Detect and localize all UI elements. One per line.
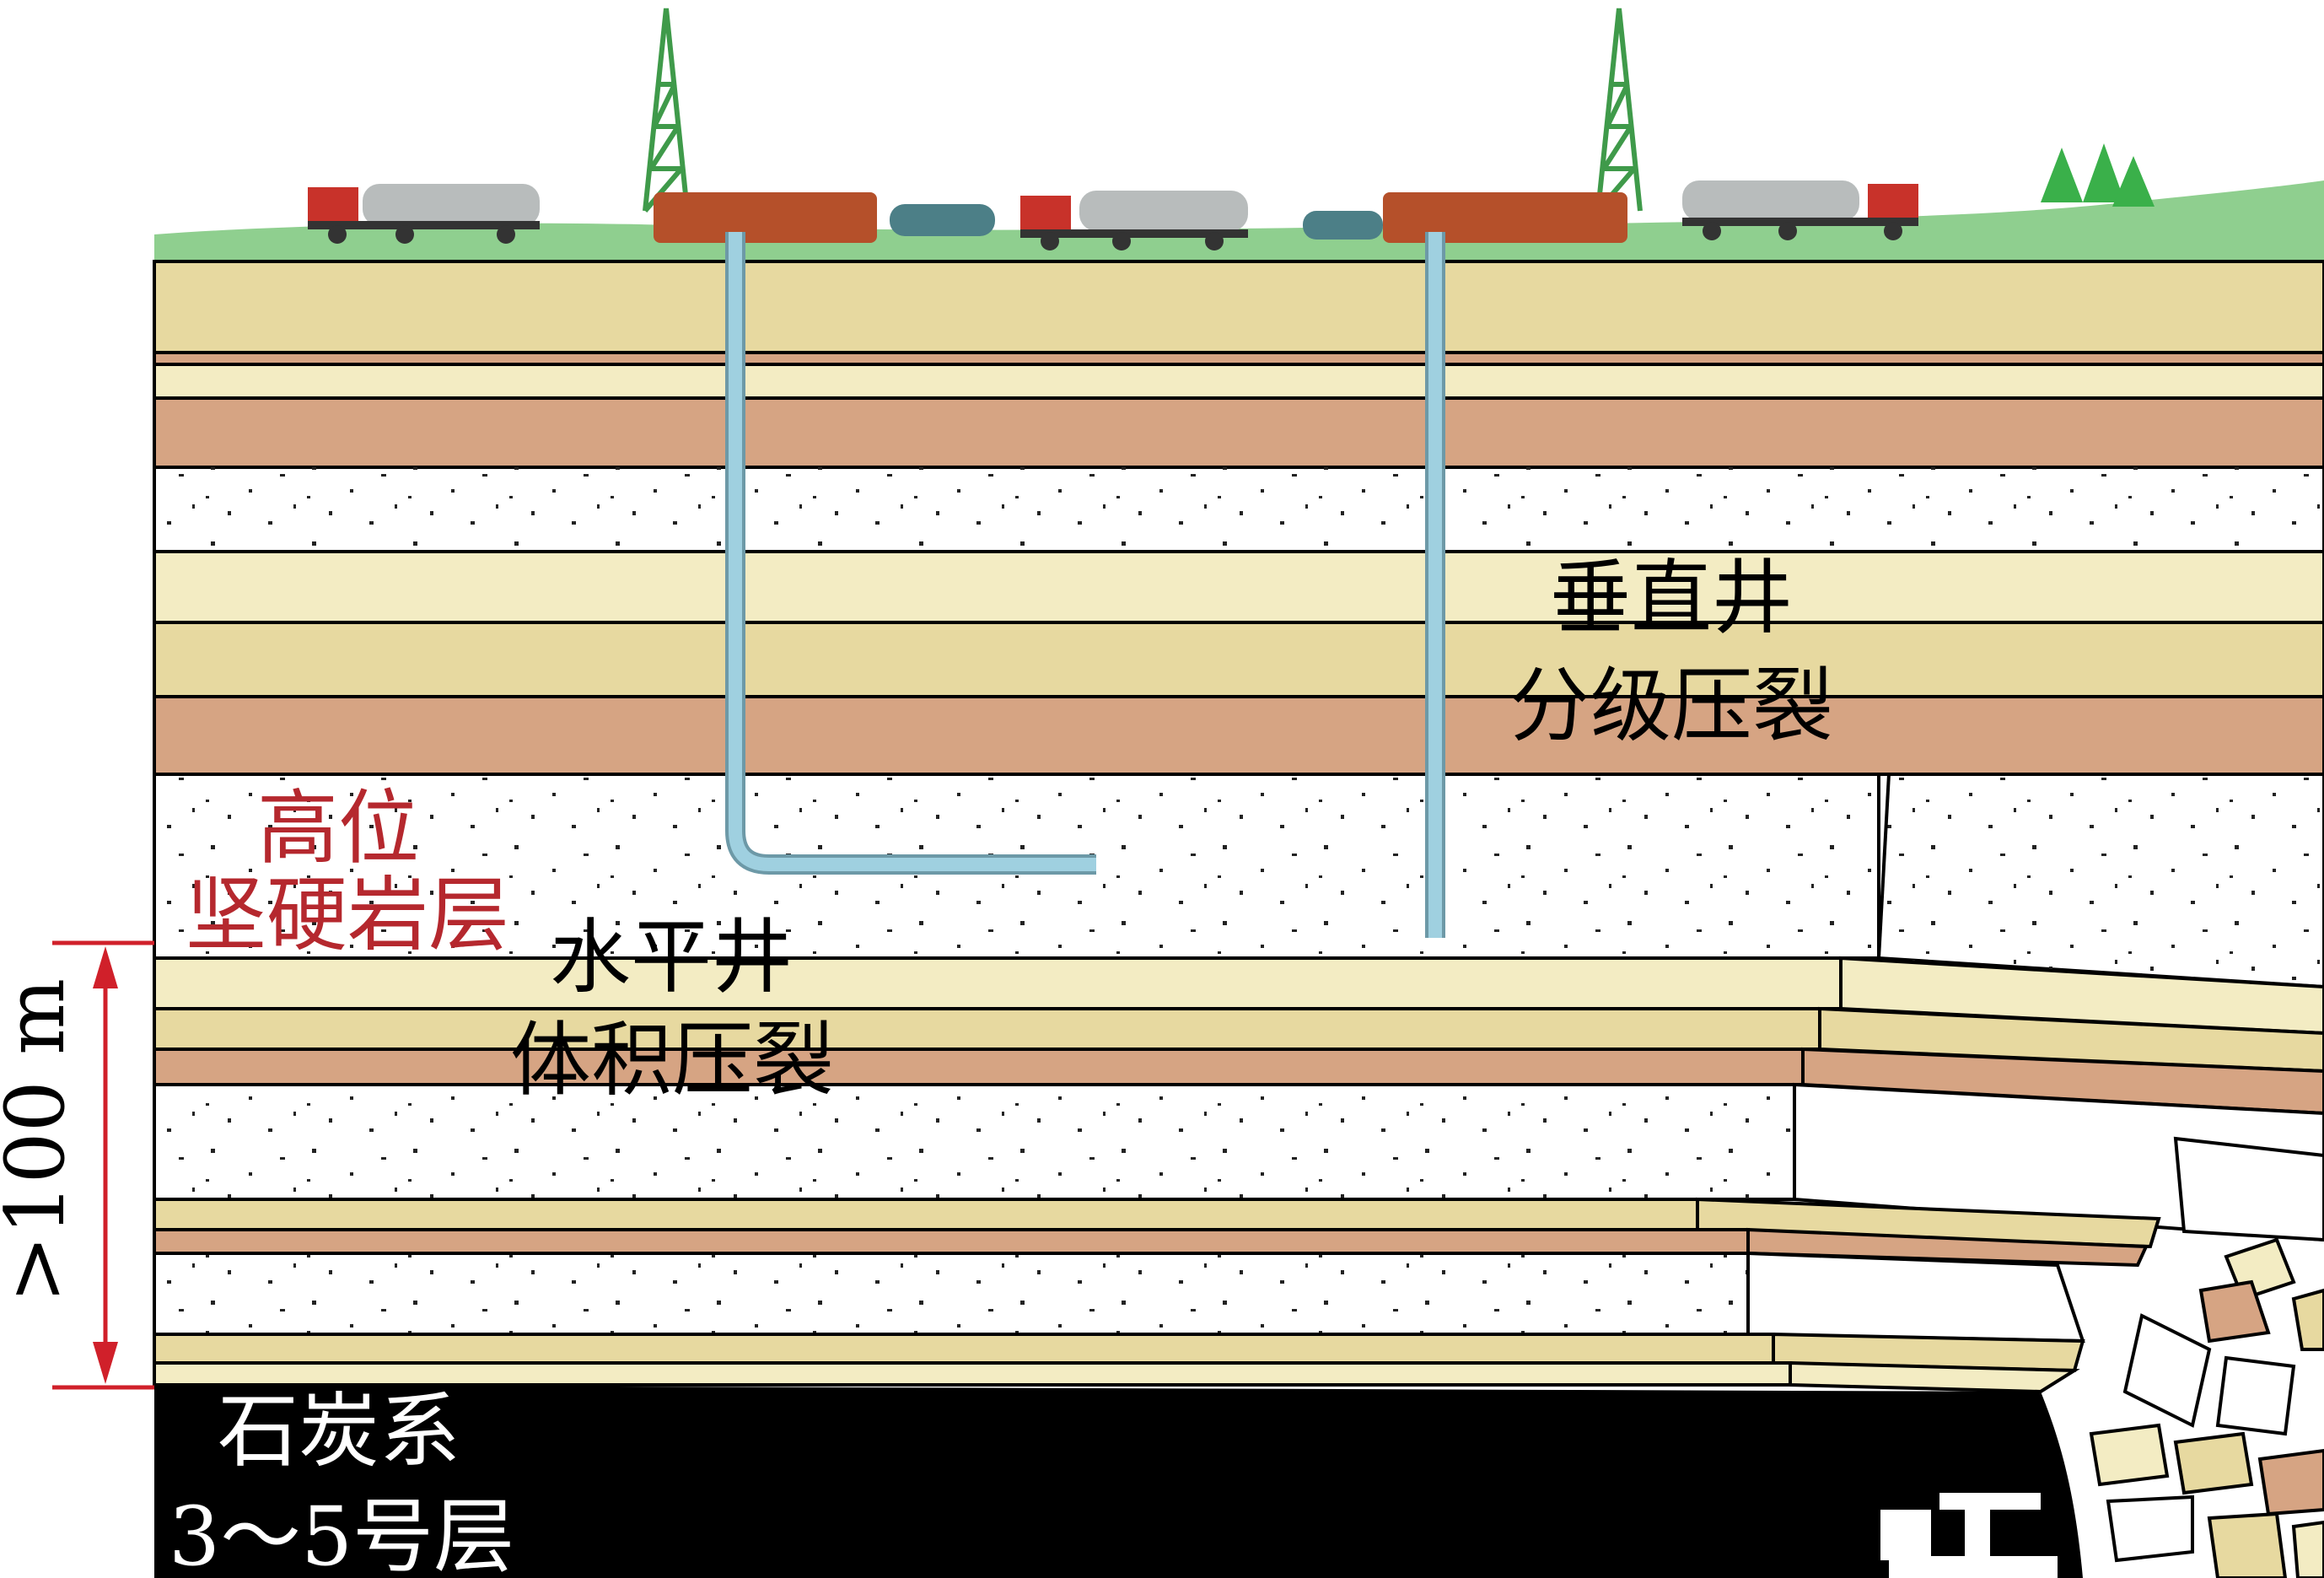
- caved-zone-blocks: [2089, 1136, 2324, 1578]
- coal-seam: [154, 1385, 2083, 1578]
- hard-rock-label: 高位: [257, 781, 419, 875]
- tanker-truck-icon: [1020, 191, 1248, 250]
- coal-system-label: 石炭系: [218, 1384, 460, 1478]
- vertical-well-label: 垂直井: [1550, 551, 1793, 645]
- drilling-rig-icon: [643, 8, 690, 213]
- storage-tank-icon: [890, 204, 995, 236]
- strata-lower: [153, 956, 2324, 1394]
- tanker-truck-icon: [308, 184, 540, 244]
- storage-tank-icon: [1303, 211, 1383, 240]
- tanker-truck-icon: [1682, 180, 1918, 240]
- drilling-rig-icon: [1595, 8, 1643, 213]
- hard-rock-layer-label: 坚硬岩层: [186, 868, 509, 962]
- trees-icon: [2041, 143, 2155, 207]
- horizontal-well-fracturing-label: 体积压裂: [510, 1013, 834, 1107]
- mining-support-icon: [1880, 1493, 2058, 1578]
- vertical-well-fracturing-label: 分级压裂: [1509, 659, 1833, 753]
- horizontal-well-pipe: [729, 232, 1096, 871]
- strata-upper: [153, 260, 2324, 776]
- distance-label: >100 m: [0, 978, 83, 1303]
- horizontal-well-label: 水平井: [550, 910, 793, 1004]
- distance-marker: [52, 940, 154, 1390]
- fracturing-unit-icon: [1383, 192, 1627, 243]
- fracturing-unit-icon: [654, 192, 877, 243]
- coal-seam-label: 3～5号层: [169, 1489, 514, 1578]
